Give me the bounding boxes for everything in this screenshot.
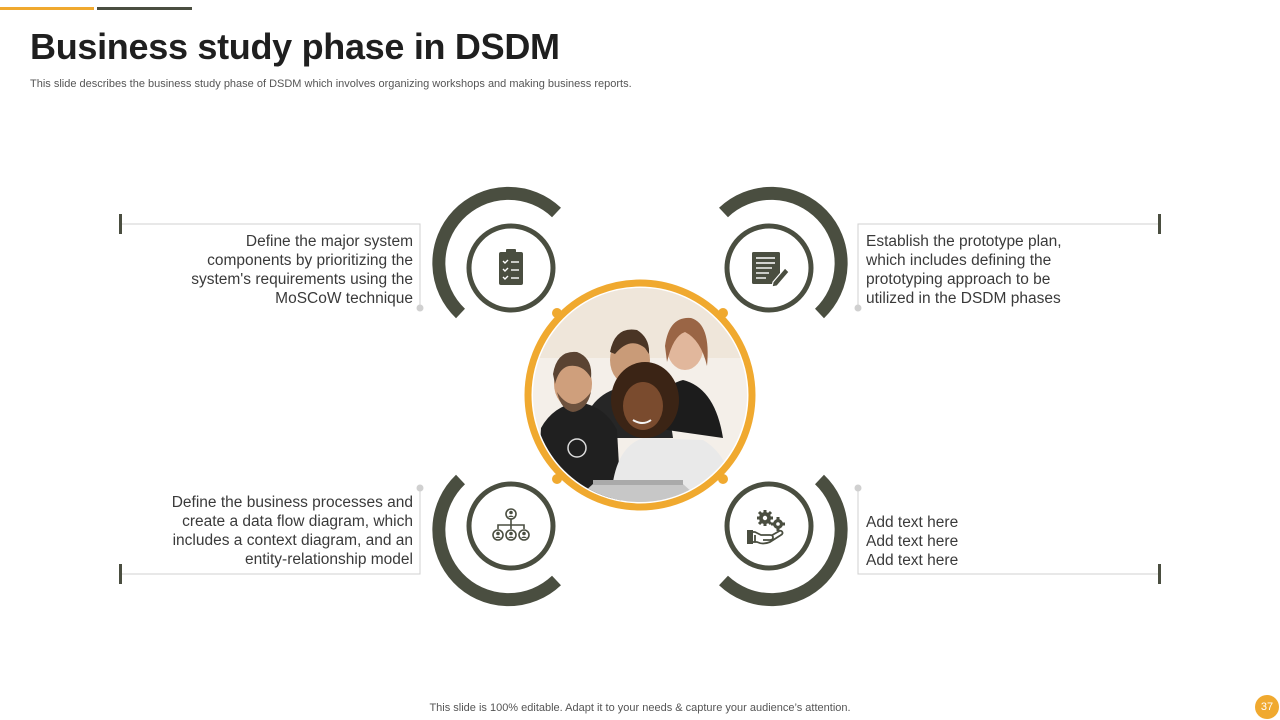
connector-dot-top-left: [416, 304, 424, 312]
arc-bottom-left: [432, 474, 561, 607]
team-photo-illustration: [533, 288, 747, 502]
connector-dot-bottom-left: [416, 484, 424, 492]
connector-top-left: [120, 223, 421, 308]
text-line: includes a context diagram, and an: [172, 532, 413, 549]
tick-top-left: [119, 214, 122, 234]
tick-top-right: [1158, 214, 1161, 234]
text-line: create a data flow diagram, which: [182, 513, 413, 530]
clipboard-checklist-icon: [499, 249, 523, 285]
document-edit-icon: [752, 252, 790, 288]
org-chart-people-icon: [492, 508, 530, 541]
text-line: Add text here: [866, 552, 959, 569]
center-team-photo: [533, 288, 747, 502]
text-line: components by prioritizing the: [207, 252, 413, 269]
connector-dot-top-right: [854, 304, 862, 312]
text-line: Add text here: [866, 533, 959, 550]
text-bottom-right: Add text here Add text here Add text her…: [866, 513, 1066, 570]
text-bottom-left: Define the business processes and create…: [130, 493, 413, 569]
text-line: Add text here: [866, 514, 959, 531]
slide-title: Business study phase in DSDM: [30, 26, 560, 67]
accent-bar-orange: [0, 7, 94, 10]
page-number-badge: 37: [1255, 695, 1279, 719]
connector-top-right: [857, 223, 1160, 308]
tick-bottom-right: [1158, 564, 1161, 584]
connector-dot-bottom-right: [854, 484, 862, 492]
ring-bottom-right: [724, 481, 814, 571]
accent-bar-olive: [97, 7, 192, 10]
ring-joints: [552, 308, 728, 484]
arc-top-left: [432, 186, 561, 319]
slide-footer: This slide is 100% editable. Adapt it to…: [429, 702, 851, 714]
connector-lines: [120, 223, 1160, 575]
outer-arcs: [432, 186, 848, 607]
connector-bottom-right: [857, 488, 1160, 575]
text-line: Define the major system: [245, 233, 413, 250]
text-line: system's requirements using the: [191, 271, 413, 288]
text-line: utilized in the DSDM phases: [866, 290, 1061, 307]
text-line: prototyping approach to be: [866, 271, 1051, 288]
tick-bottom-left: [119, 564, 122, 584]
arc-bottom-right: [719, 474, 848, 607]
slide-subtitle: This slide describes the business study …: [30, 78, 632, 90]
arc-top-right: [719, 186, 848, 319]
text-line: MoSCoW technique: [275, 290, 413, 307]
text-line: Define the business processes and: [171, 494, 413, 511]
text-line: which includes defining the: [866, 252, 1052, 269]
connector-bottom-left: [120, 488, 421, 575]
text-top-left: Define the major system components by pr…: [150, 232, 413, 308]
text-line: Establish the prototype plan,: [866, 233, 1062, 250]
text-line: entity-relationship model: [244, 551, 413, 568]
text-top-right: Establish the prototype plan, which incl…: [866, 232, 1136, 308]
hand-gears-icon: [747, 510, 785, 545]
